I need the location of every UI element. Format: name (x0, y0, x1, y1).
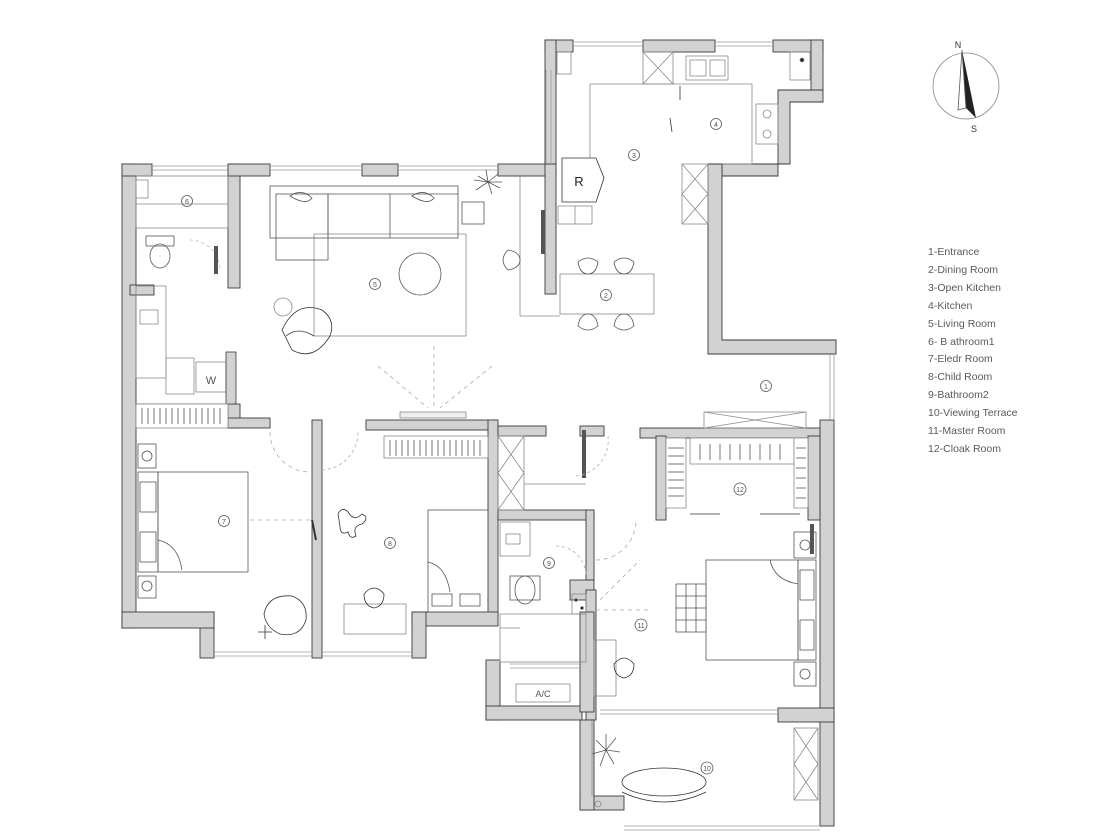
terrace-plant-icon (591, 734, 621, 767)
terrace-fixtures (591, 720, 819, 808)
living-room-fixtures (269, 185, 493, 419)
sofa-icon (269, 185, 459, 261)
refrigerator-icon: R (561, 157, 605, 203)
bathroom1-fixtures: W (135, 175, 237, 405)
svg-text:10: 10 (703, 766, 711, 773)
svg-text:12: 12 (736, 487, 744, 494)
room-marker-12: 12 (733, 482, 747, 496)
cloak-room-fixtures (665, 411, 809, 515)
legend-item: 7-Eledr Room (928, 353, 993, 366)
svg-text:4: 4 (714, 122, 718, 129)
dining-table (461, 169, 655, 331)
master-bed-icon (705, 531, 817, 687)
bathroom2-fixtures: A/C (497, 430, 609, 703)
legend-item: 3-Open Kitchen (928, 281, 1001, 294)
kitchen-fixtures: R (519, 51, 811, 317)
room-marker-3: 3 (628, 149, 640, 161)
svg-text:9: 9 (547, 561, 551, 568)
walls (121, 39, 837, 827)
room-marker-11: 11 (634, 618, 648, 632)
child-room-fixtures (311, 429, 489, 635)
room-marker-1: 1 (760, 380, 772, 392)
legend-item: 9-Bathroom2 (928, 389, 989, 402)
room-marker-2: 2 (600, 289, 612, 301)
elder-room-fixtures (135, 403, 311, 639)
sink-icon (685, 55, 729, 81)
armchair-icon (258, 595, 307, 639)
svg-text:7: 7 (222, 519, 226, 526)
washer-label: W (206, 375, 217, 387)
room-marker-4: 4 (710, 118, 722, 130)
ac-unit-icon: A/C (515, 683, 571, 703)
room-marker-5: 5 (369, 278, 381, 290)
svg-text:11: 11 (637, 623, 644, 630)
stove-icon (755, 103, 779, 145)
master-room-fixtures (593, 519, 817, 697)
ac-label: A/C (535, 689, 551, 699)
room-legend: 1-Entrance 2-Dining Room 3-Open Kitchen … (928, 244, 1018, 459)
toilet-icon (145, 235, 175, 269)
refrigerator-label: R (574, 174, 583, 189)
svg-text:5: 5 (373, 282, 377, 289)
svg-text:8: 8 (388, 541, 392, 548)
legend-item: 8-Child Room (928, 371, 993, 384)
legend-item: 4-Kitchen (928, 299, 973, 312)
compass-north: N (955, 40, 962, 50)
room-marker-10: 10 (700, 761, 714, 775)
room-marker-7: 7 (218, 515, 230, 527)
legend-item: 5-Living Room (928, 317, 996, 330)
room-marker-8: 8 (384, 537, 396, 549)
bed-icon (137, 443, 249, 599)
washer-icon: W (195, 361, 227, 393)
compass-south: S (971, 124, 977, 134)
legend-item: 10-Viewing Terrace (928, 407, 1018, 420)
legend-item: 11-Master Room (928, 425, 1006, 438)
svg-text:1: 1 (764, 384, 768, 391)
windows (152, 41, 835, 831)
svg-text:3: 3 (632, 153, 636, 160)
legend-item: 6- B athroom1 (928, 335, 995, 348)
room-markers: 1 2 3 4 5 6 7 8 9 10 11 12 (181, 118, 772, 775)
room-marker-6: 6 (181, 195, 193, 207)
svg-text:2: 2 (604, 293, 608, 300)
legend-item: 1-Entrance (928, 246, 980, 258)
room-marker-9: 9 (543, 557, 555, 569)
compass-icon: N S (932, 40, 1000, 134)
legend-item: 12-Cloak Room (928, 442, 1001, 455)
lounge-chair-icon (281, 307, 333, 355)
plant-icon (461, 169, 502, 225)
toilet2-icon (509, 575, 541, 605)
svg-text:6: 6 (185, 199, 189, 206)
child-bed-icon (427, 509, 489, 613)
legend-item: 2-Dining Room (928, 263, 999, 276)
